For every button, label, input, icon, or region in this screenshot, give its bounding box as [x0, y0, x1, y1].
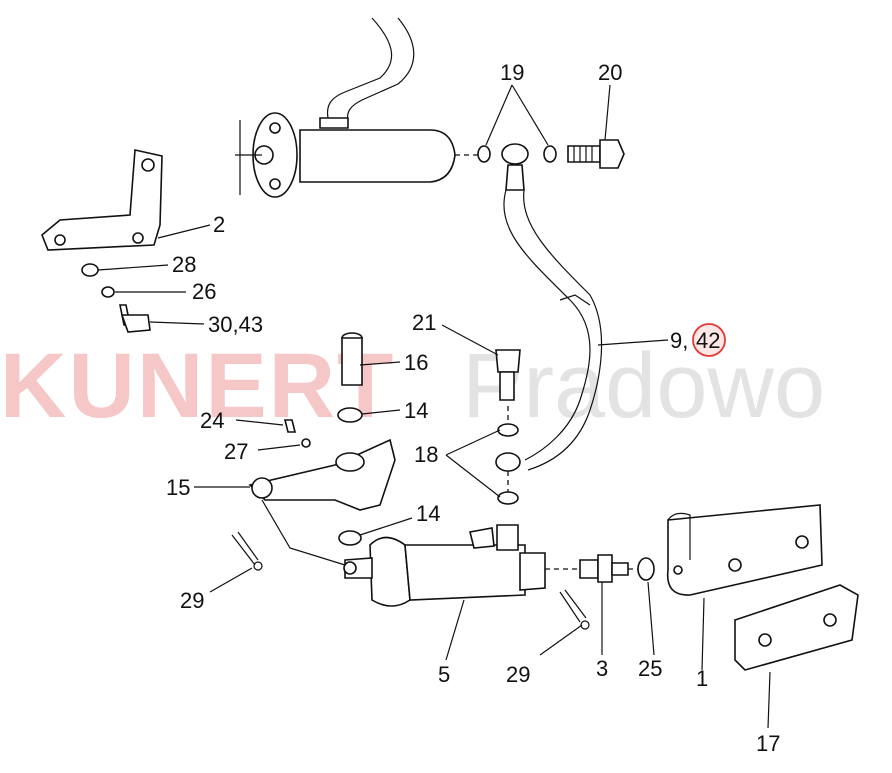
- callout-3: 3: [596, 656, 608, 681]
- callout-16: 16: [404, 350, 428, 375]
- small-bolts: [283, 419, 311, 448]
- callout-25: 25: [638, 656, 662, 681]
- callout-9-prefix: 9,: [670, 328, 688, 353]
- callout-20: 20: [598, 60, 622, 85]
- callout-2: 2: [213, 212, 225, 237]
- watermark-brand-light: Pradowo: [462, 335, 825, 437]
- callout-labels: 19 20 2 28 26 30,43 21 9, 42 16 14 24 27…: [166, 60, 780, 756]
- callout-26: 26: [192, 279, 216, 304]
- fork-15: [248, 438, 396, 511]
- callout-28: 28: [172, 252, 196, 277]
- callout-17: 17: [756, 731, 780, 756]
- watermark-brand-bold: KUNERT: [0, 335, 395, 437]
- callout-14-top: 14: [404, 398, 428, 423]
- callout-19: 19: [500, 60, 524, 85]
- banjo-bolt-20: [567, 139, 625, 169]
- slave-cylinder-5: [343, 524, 546, 607]
- callout-29-left: 29: [180, 588, 204, 613]
- callout-21: 21: [412, 310, 436, 335]
- callout-24: 24: [200, 408, 224, 433]
- callout-42-highlight: 42: [696, 328, 720, 353]
- callout-27: 27: [224, 439, 248, 464]
- highlight-circle: [692, 323, 726, 357]
- pin-16: [341, 332, 363, 386]
- washer-25: [637, 557, 655, 581]
- callout-5: 5: [438, 662, 450, 687]
- washers-bolt: [81, 263, 151, 333]
- watermark: KUNERT Pradowo: [0, 335, 825, 437]
- callout-29-right: 29: [506, 662, 530, 687]
- callout-14-bottom: 14: [416, 501, 440, 526]
- plate-17: [734, 584, 859, 671]
- bracket-2: [41, 149, 163, 251]
- cotter-pins-29: [231, 531, 590, 630]
- bracket-1: [666, 504, 823, 596]
- bleeder-3: [579, 554, 629, 583]
- banjo-bolt-21: [495, 349, 521, 401]
- callout-15: 15: [166, 475, 190, 500]
- bushing-14: [337, 407, 363, 546]
- callout-30-43: 30,43: [208, 312, 263, 337]
- callout-18: 18: [414, 442, 438, 467]
- callout-1: 1: [696, 666, 708, 691]
- master-cylinder: [235, 17, 456, 198]
- leader-lines: [97, 84, 771, 729]
- banjo-washers-19: [477, 145, 557, 163]
